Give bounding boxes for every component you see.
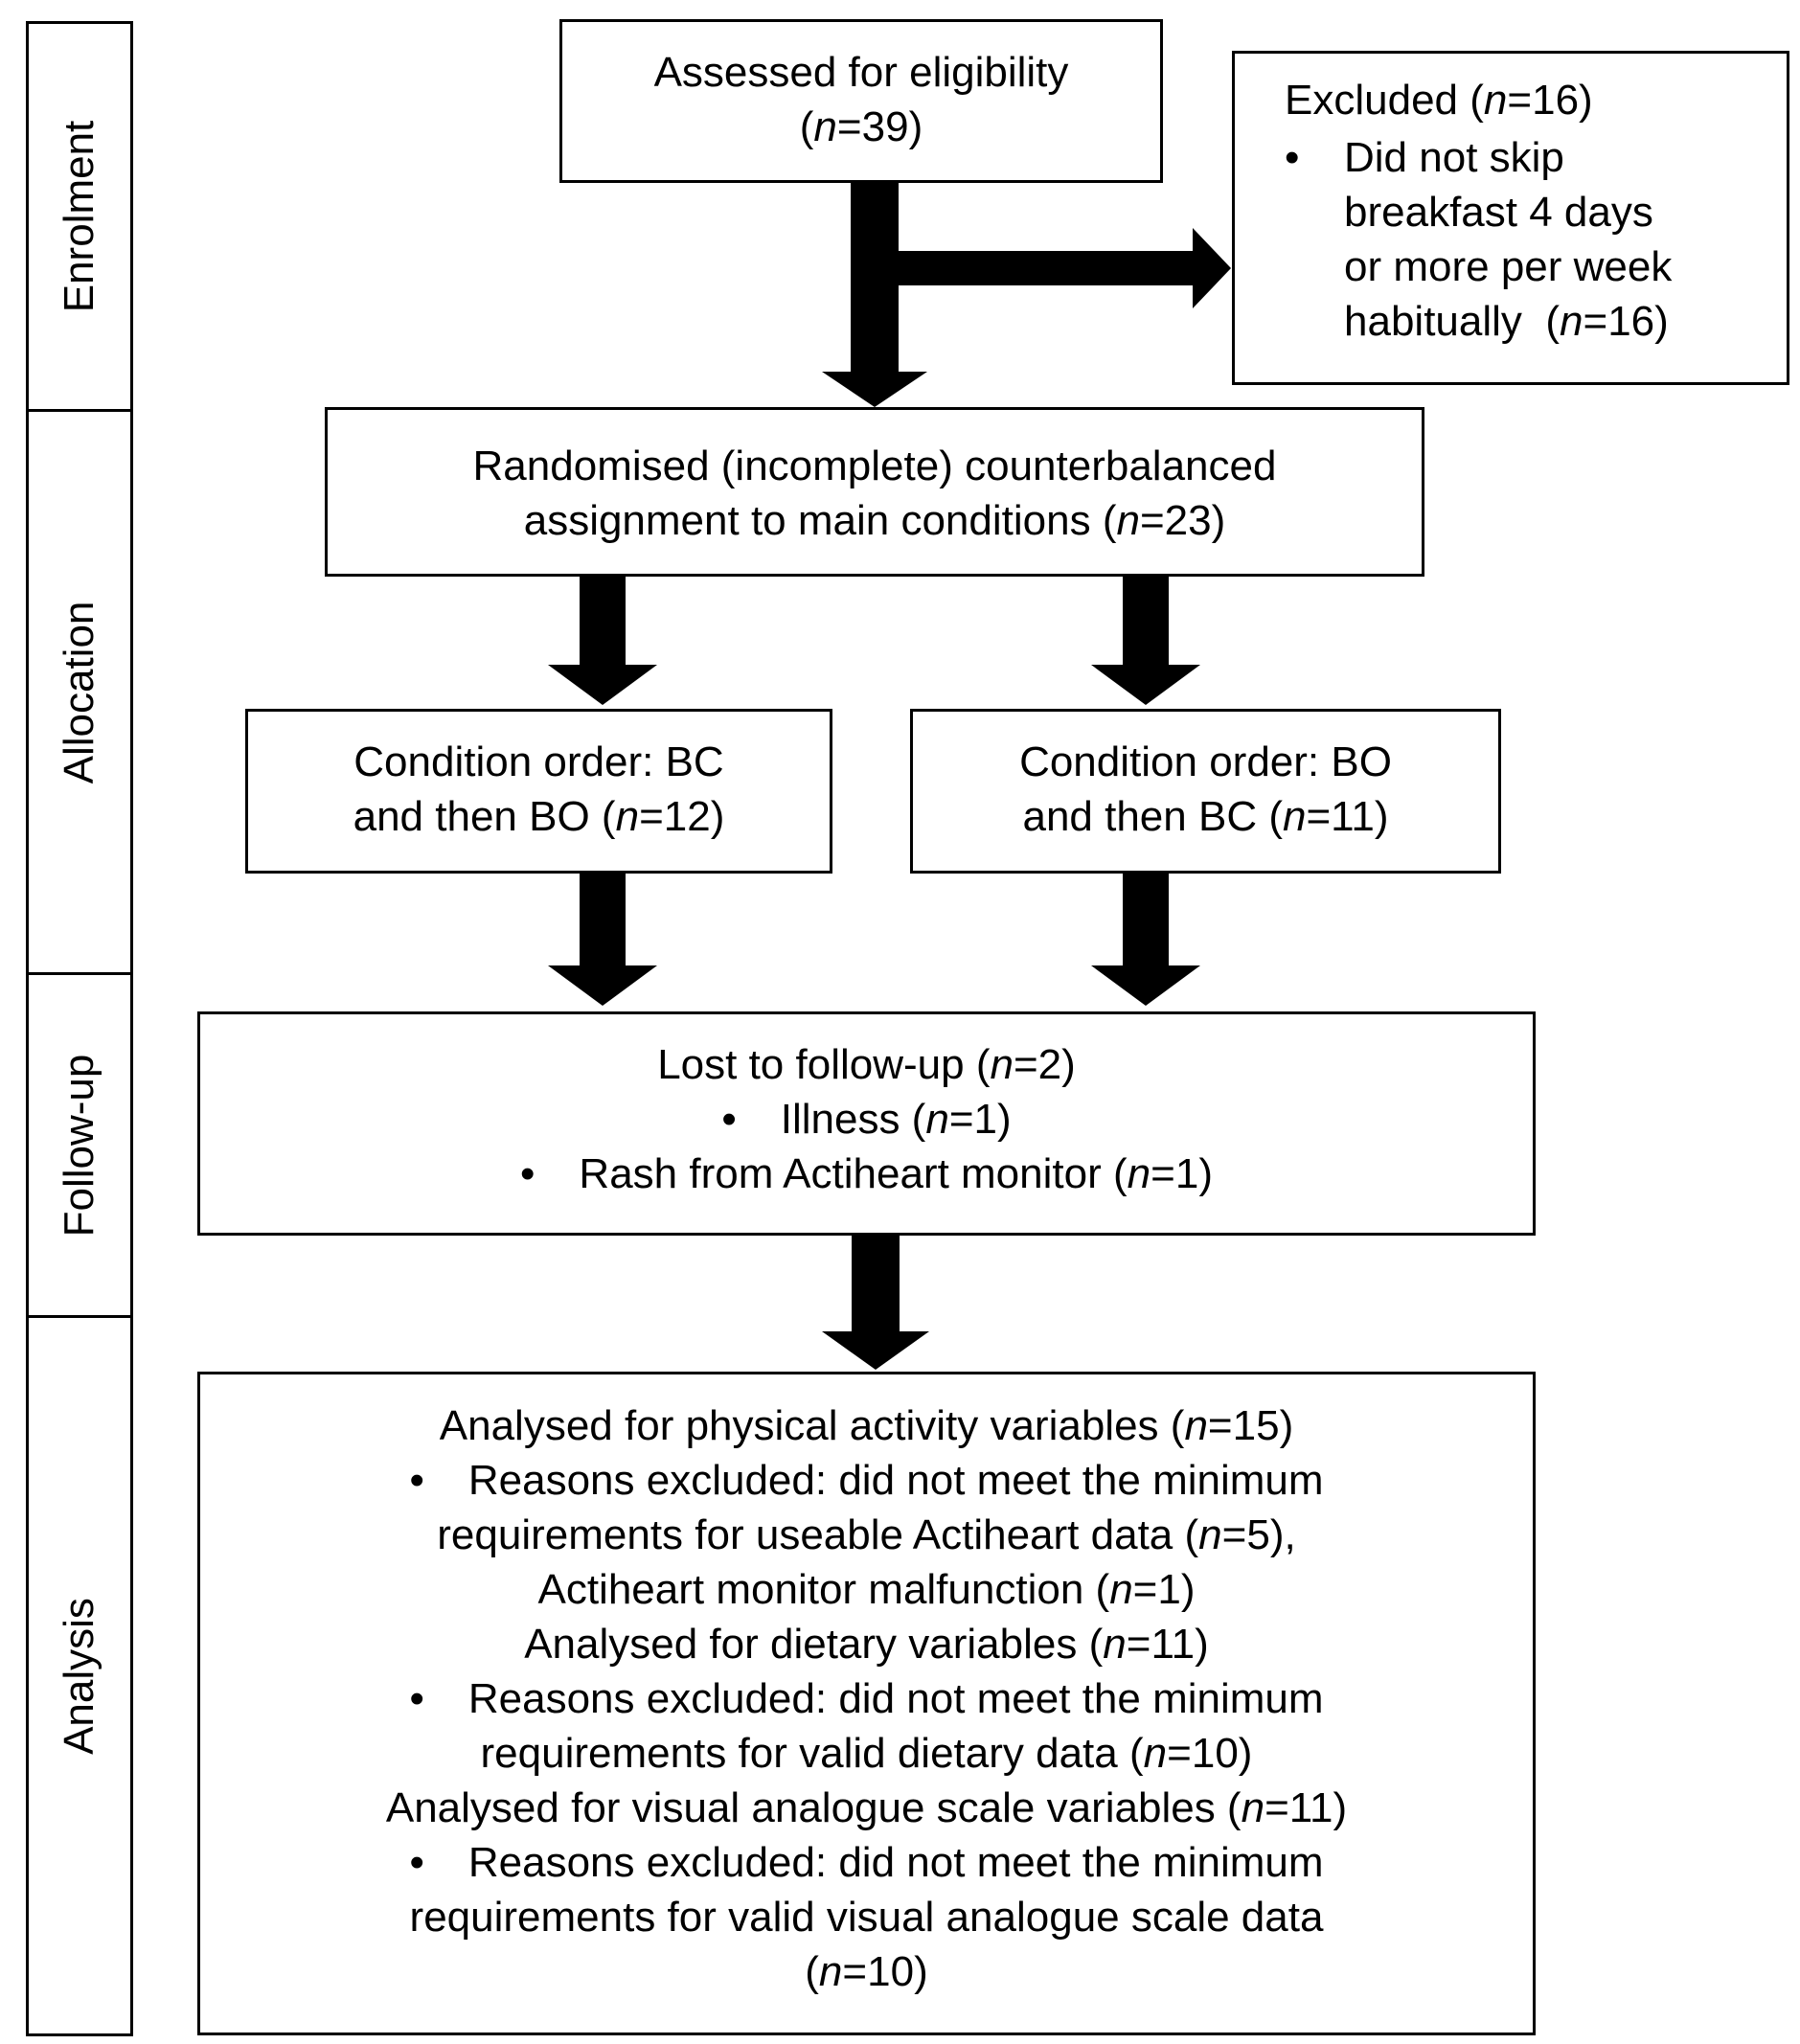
randomised-line2: assignment to main conditions (n=23) — [523, 497, 1226, 544]
stage-enrolment: Enrolment — [26, 21, 133, 412]
arrow-to-excluded — [899, 228, 1231, 308]
stage-allocation: Allocation — [26, 409, 133, 975]
analysis-vas-reason-line2: requirements for valid visual analogue s… — [409, 1894, 1324, 1941]
arrow-bo-to-followup — [1091, 872, 1200, 1006]
followup-box: Lost to follow-up (n=2) Illness (n=1) Ra… — [197, 1011, 1536, 1236]
assessed-count: (n=39) — [799, 103, 923, 150]
analysis-pa-reason-line1: Reasons excluded: did not meet the minim… — [200, 1453, 1533, 1508]
excluded-reason: • Did not skip breakfast 4 days or more … — [1285, 130, 1672, 349]
randomised-box: Randomised (incomplete) counterbalanced … — [325, 407, 1424, 577]
excluded-box: Excluded (n=16) • Did not skip breakfast… — [1232, 51, 1789, 385]
analysis-pa-reason-line3: Actiheart monitor malfunction (n=1) — [537, 1566, 1196, 1613]
analysis-vas-reason-count: (n=10) — [805, 1948, 928, 1995]
stage-analysis: Analysis — [26, 1315, 133, 2036]
followup-item-rash: Rash from Actiheart monitor (n=1) — [200, 1147, 1533, 1201]
assessed-box: Assessed for eligibility (n=39) — [559, 19, 1163, 183]
analysis-pa-title: Analysed for physical activity variables… — [439, 1402, 1294, 1449]
arrow-randomised-to-bc — [548, 575, 657, 705]
condition-bc-line2: and then BO (n=12) — [353, 793, 725, 840]
analysis-box: Analysed for physical activity variables… — [197, 1372, 1536, 2035]
condition-bo-line1: Condition order: BO — [1019, 738, 1392, 785]
analysis-diet-title: Analysed for dietary variables (n=11) — [524, 1621, 1209, 1668]
condition-bo-line2: and then BC (n=11) — [1022, 793, 1389, 840]
condition-bo-box: Condition order: BO and then BC (n=11) — [910, 709, 1501, 874]
followup-title: Lost to follow-up (n=2) — [657, 1041, 1076, 1088]
arrow-followup-to-analysis — [822, 1233, 929, 1370]
arrow-assessed-to-randomised — [822, 180, 927, 407]
analysis-diet-reason-line1: Reasons excluded: did not meet the minim… — [200, 1671, 1533, 1726]
condition-bc-line1: Condition order: BC — [353, 738, 724, 785]
analysis-pa-reason-line2: requirements for useable Actiheart data … — [437, 1511, 1296, 1558]
randomised-line1: Randomised (incomplete) counterbalanced — [472, 443, 1277, 489]
bullet-icon: • — [1285, 134, 1300, 181]
arrow-bc-to-followup — [548, 872, 657, 1006]
condition-bc-box: Condition order: BC and then BO (n=12) — [245, 709, 832, 874]
assessed-title: Assessed for eligibility — [653, 49, 1069, 96]
arrow-randomised-to-bo — [1091, 575, 1200, 705]
analysis-diet-reason-line2: requirements for valid dietary data (n=1… — [480, 1730, 1253, 1777]
excluded-title: Excluded (n=16) — [1285, 77, 1593, 124]
analysis-vas-title: Analysed for visual analogue scale varia… — [385, 1784, 1348, 1831]
analysis-vas-reason-line1: Reasons excluded: did not meet the minim… — [200, 1835, 1533, 1890]
followup-item-illness: Illness (n=1) — [200, 1092, 1533, 1147]
